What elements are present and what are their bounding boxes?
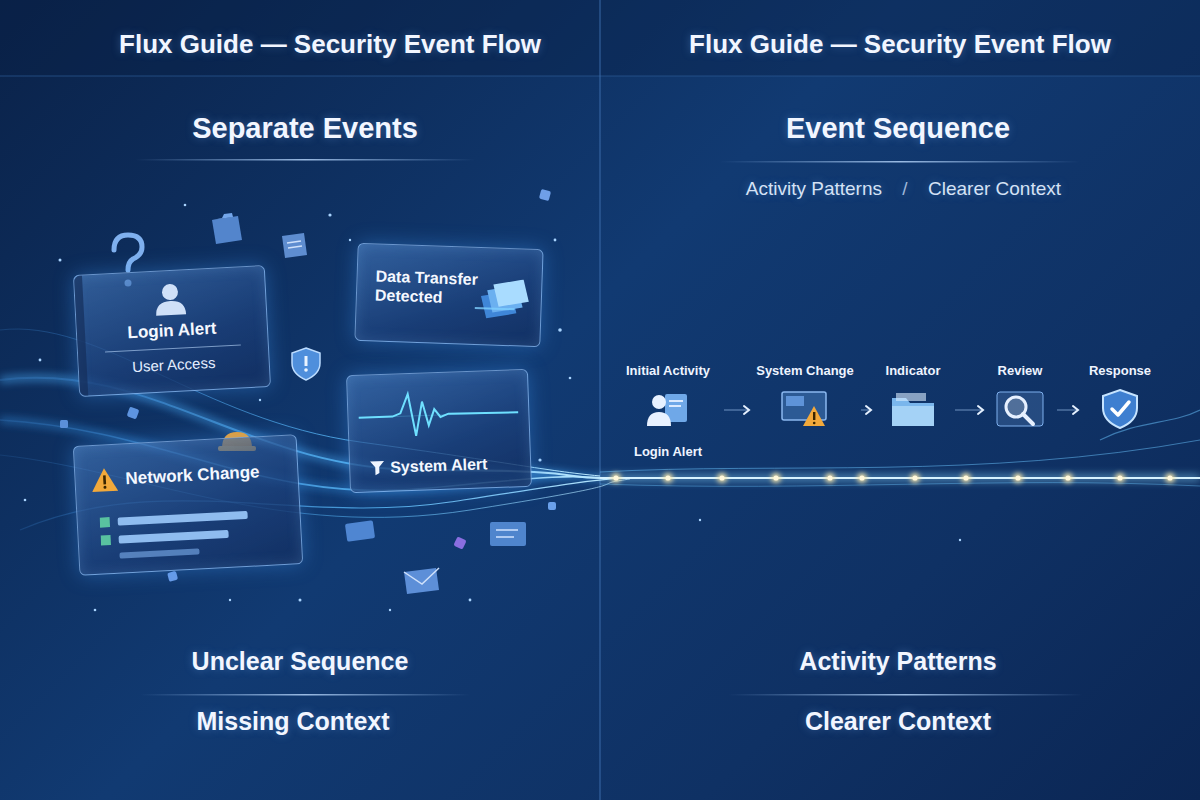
timeline-step: System Change bbox=[751, 362, 859, 432]
event-card: System Alert bbox=[346, 369, 532, 493]
floating-icons bbox=[60, 189, 556, 594]
user-icon-art bbox=[149, 280, 191, 318]
form-lines-art bbox=[99, 506, 251, 562]
flow-arrow bbox=[1057, 406, 1078, 414]
step-heading: Indicator bbox=[873, 362, 953, 380]
timeline-step: Review bbox=[985, 362, 1055, 432]
filter-icon-art bbox=[370, 460, 385, 476]
summary-label: Clearer Context bbox=[805, 707, 991, 736]
warning-icon-art bbox=[91, 467, 118, 493]
flow-arrow bbox=[861, 406, 871, 414]
filter-icon bbox=[370, 460, 385, 476]
step-heading: System Change bbox=[751, 362, 859, 380]
arrow-shaft bbox=[1057, 409, 1078, 410]
heading-rules bbox=[135, 159, 1083, 696]
card-title: Data Transfer Detected bbox=[375, 266, 496, 309]
step-icon bbox=[995, 388, 1045, 432]
card-title: System Alert bbox=[390, 455, 488, 476]
step-icon-art bbox=[888, 388, 938, 432]
step-icon bbox=[1095, 388, 1145, 432]
warning-icon bbox=[91, 467, 118, 493]
subheading: Clearer Context bbox=[928, 178, 1061, 200]
event-card: Network Change bbox=[73, 434, 303, 576]
step-icon-art bbox=[643, 388, 693, 432]
diagram-title: Flux Guide — Security Event Flow bbox=[119, 30, 541, 60]
form-lines bbox=[99, 506, 251, 562]
card-header: Network Change bbox=[91, 459, 260, 493]
card-body: User Access bbox=[78, 351, 269, 386]
step-note: Login Alert bbox=[614, 444, 722, 459]
card-edge-bar bbox=[74, 276, 88, 396]
transfer-icon-art bbox=[474, 278, 532, 324]
step-icon bbox=[643, 388, 693, 432]
timeline-dots bbox=[611, 473, 1175, 483]
flow-arrow bbox=[955, 406, 983, 414]
step-icon-art bbox=[1095, 388, 1145, 432]
summary-label: Missing Context bbox=[196, 707, 389, 736]
transfer-icon bbox=[474, 278, 532, 324]
arrow-shaft bbox=[955, 409, 983, 410]
card-footer: System Alert bbox=[370, 455, 488, 477]
timeline-step: Initial ActivityLogin Alert bbox=[614, 362, 722, 459]
subheading: Activity Patterns bbox=[746, 178, 882, 200]
panel-title: Flux Guide — Security Event Flow bbox=[689, 30, 1111, 60]
arrow-shaft bbox=[724, 409, 749, 410]
sparkles bbox=[24, 204, 962, 612]
panel-divider bbox=[599, 0, 601, 800]
timeline-step: Indicator bbox=[873, 362, 953, 432]
arrow-shaft bbox=[861, 409, 871, 410]
summary-label: Activity Patterns bbox=[799, 647, 996, 676]
flow-arrow bbox=[724, 406, 749, 414]
event-card: Login AlertUser Access bbox=[73, 265, 271, 397]
timeline-step: Response bbox=[1080, 362, 1160, 432]
separator: / bbox=[902, 178, 907, 200]
section-heading: Event Sequence bbox=[786, 112, 1010, 145]
card-divider bbox=[105, 344, 242, 352]
section-heading: Separate Events bbox=[192, 112, 418, 145]
arrow-head bbox=[866, 406, 871, 414]
card-title: Login Alert bbox=[77, 316, 268, 346]
arrow-head bbox=[978, 406, 983, 414]
step-heading: Review bbox=[985, 362, 1055, 380]
waveform bbox=[357, 382, 519, 444]
step-icon bbox=[888, 388, 938, 432]
waveform-art bbox=[357, 382, 519, 444]
step-icon-art bbox=[780, 388, 830, 432]
arrow-head bbox=[744, 406, 749, 414]
step-icon-art bbox=[995, 388, 1045, 432]
event-card: Data Transfer Detected bbox=[354, 243, 543, 347]
step-heading: Response bbox=[1080, 362, 1160, 380]
summary-label: Unclear Sequence bbox=[192, 647, 409, 676]
card-title: Network Change bbox=[125, 462, 260, 489]
user-icon bbox=[149, 280, 191, 318]
step-heading: Initial Activity bbox=[614, 362, 722, 380]
step-icon bbox=[780, 388, 830, 432]
arrow-head bbox=[1073, 406, 1078, 414]
